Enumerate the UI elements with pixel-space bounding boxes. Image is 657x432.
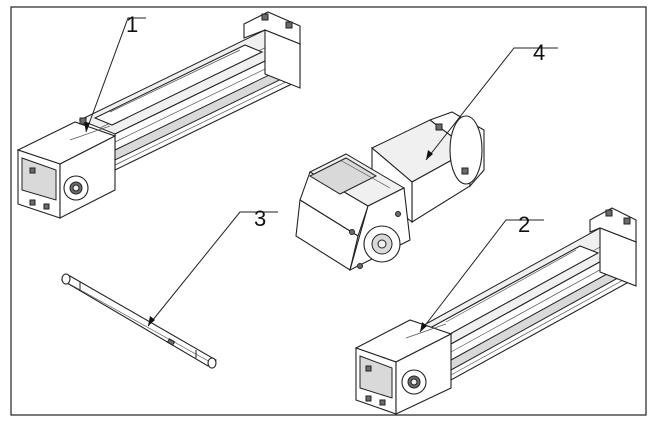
leader-line-1 xyxy=(85,17,146,133)
leader-line-3 xyxy=(147,211,278,327)
callout-number-1: 1 xyxy=(126,12,138,37)
callout-number-4: 4 xyxy=(533,40,545,65)
arrowhead-3 xyxy=(148,316,155,326)
arrowhead-4 xyxy=(426,150,433,160)
motor-assembly xyxy=(295,111,485,272)
callout-number-3: 3 xyxy=(254,206,266,231)
callout-number-2: 2 xyxy=(518,212,530,237)
drawing-border xyxy=(10,6,647,416)
drive-shaft xyxy=(60,273,217,369)
linear-module-1 xyxy=(16,11,302,219)
arrowhead-2 xyxy=(420,322,427,332)
leader-line-2 xyxy=(419,219,544,333)
callout-leaders xyxy=(84,17,558,333)
leader-line-4 xyxy=(425,47,558,161)
linear-module-2 xyxy=(354,207,638,415)
arrowhead-1 xyxy=(84,122,90,132)
